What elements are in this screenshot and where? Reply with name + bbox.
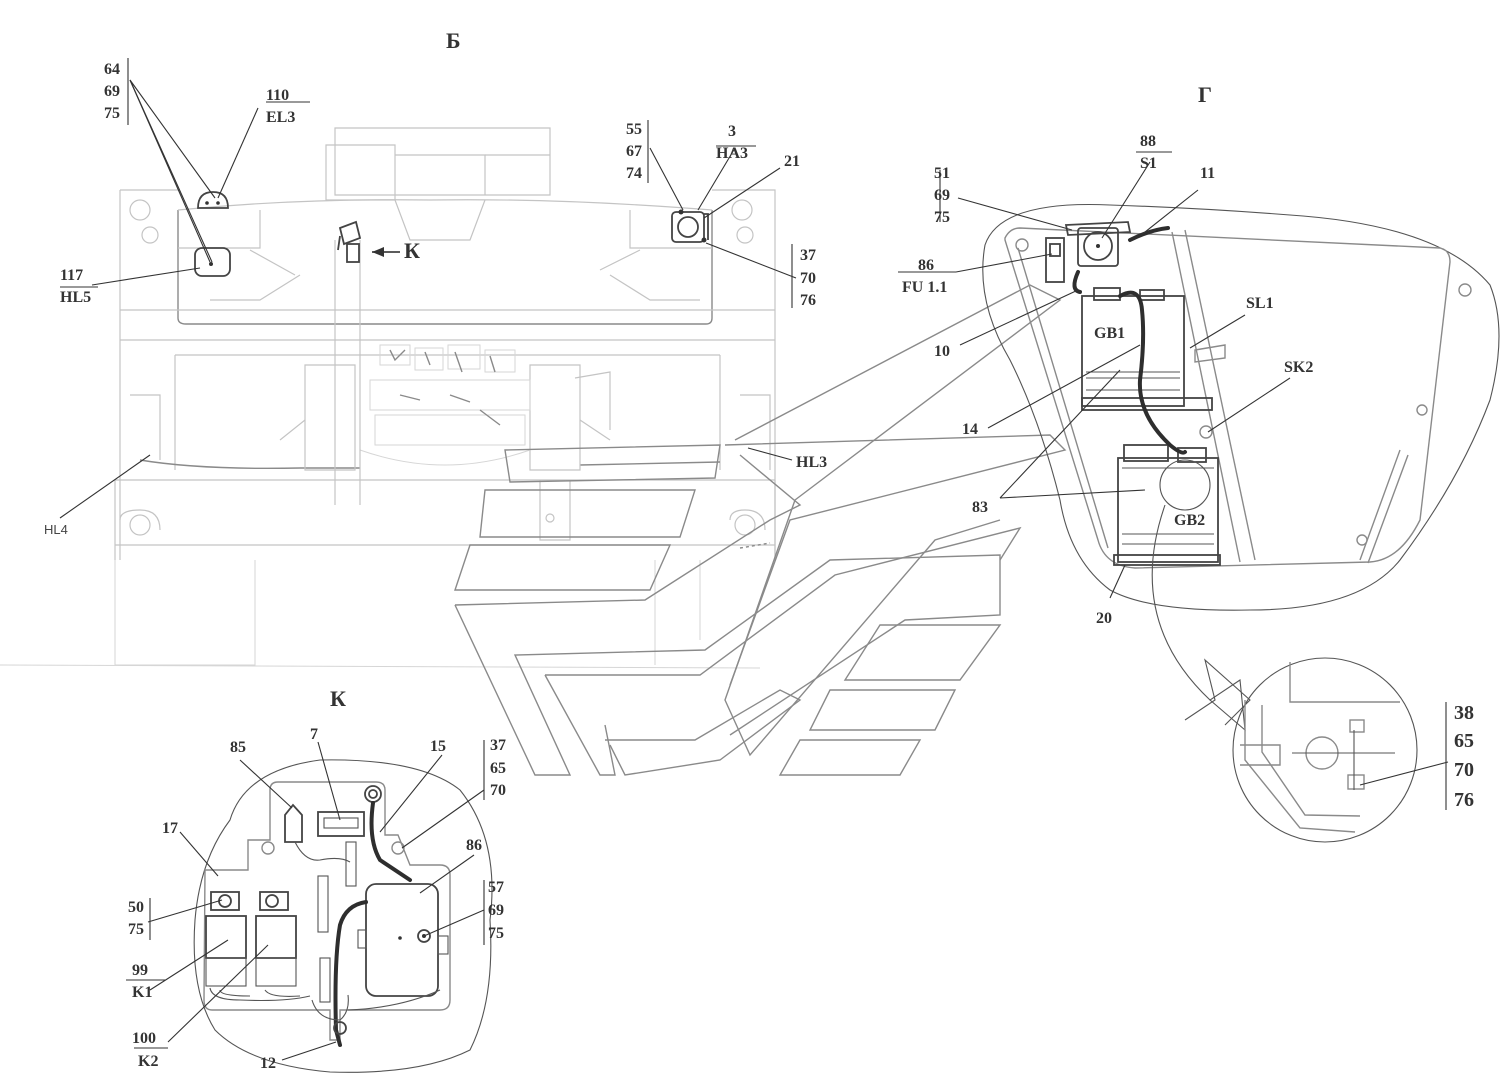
label-21: 21 bbox=[784, 153, 800, 170]
label-69: 69 bbox=[104, 83, 120, 100]
label-sk2: SK2 bbox=[1284, 359, 1313, 376]
label-7: 7 bbox=[310, 726, 318, 743]
label-65-d: 65 bbox=[1454, 730, 1474, 752]
view-k-arrowhead bbox=[372, 247, 384, 257]
label-100: 100 bbox=[132, 1030, 156, 1047]
label-hl4: HL4 bbox=[44, 522, 68, 537]
relay-k1 bbox=[205, 891, 247, 987]
label-110: 110 bbox=[266, 87, 289, 104]
label-74: 74 bbox=[626, 165, 642, 182]
label-99: 99 bbox=[132, 962, 148, 979]
hl5-lamp bbox=[194, 247, 231, 277]
view-k-panel bbox=[193, 759, 493, 1073]
label-17: 17 bbox=[162, 820, 178, 837]
label-88: 88 bbox=[1140, 133, 1156, 150]
label-20: 20 bbox=[1096, 610, 1112, 627]
label-75-k: 75 bbox=[128, 921, 144, 938]
label-55: 55 bbox=[626, 121, 642, 138]
label-hl3: HL3 bbox=[796, 454, 827, 471]
gb2-battery bbox=[1113, 444, 1221, 566]
label-76: 76 bbox=[800, 292, 816, 309]
ha3-horn bbox=[671, 209, 709, 243]
label-37-k: 37 bbox=[490, 737, 506, 754]
label-ha3: HA3 bbox=[716, 145, 748, 162]
label-hl5: HL5 bbox=[60, 289, 91, 306]
callout-labels: 64 69 75 110 EL3 117 HL5 55 67 74 3 HA3 … bbox=[44, 61, 1474, 1072]
label-12: 12 bbox=[260, 1055, 276, 1072]
label-75: 75 bbox=[104, 105, 120, 122]
label-el3: EL3 bbox=[266, 109, 295, 126]
gb1-battery bbox=[1081, 287, 1213, 411]
label-86-g: 86 bbox=[918, 257, 934, 274]
label-117: 117 bbox=[60, 267, 83, 284]
detail-zoom-circle bbox=[1232, 657, 1449, 843]
view-b-title: Б bbox=[446, 28, 461, 53]
relay-k2 bbox=[255, 891, 297, 987]
label-69-k: 69 bbox=[488, 902, 504, 919]
view-b-leaders bbox=[60, 58, 797, 461]
label-k1: K1 bbox=[132, 984, 152, 1001]
label-76-d: 76 bbox=[1454, 789, 1474, 811]
label-51: 51 bbox=[934, 165, 950, 182]
label-sl1: SL1 bbox=[1246, 295, 1274, 312]
box-86 bbox=[357, 883, 449, 997]
label-37: 37 bbox=[800, 247, 816, 264]
label-70-d: 70 bbox=[1454, 759, 1474, 781]
hl4-leader bbox=[59, 454, 151, 519]
label-57: 57 bbox=[488, 879, 504, 896]
label-50: 50 bbox=[128, 899, 144, 916]
label-k2: K2 bbox=[138, 1053, 158, 1070]
label-gb2: GB2 bbox=[1174, 512, 1205, 529]
label-86-k: 86 bbox=[466, 837, 482, 854]
view-k-title: К bbox=[330, 686, 346, 711]
label-75-k2: 75 bbox=[488, 925, 504, 942]
label-83: 83 bbox=[972, 499, 988, 516]
view-g-leaders bbox=[898, 151, 1291, 599]
label-64: 64 bbox=[104, 61, 120, 78]
label-s1: S1 bbox=[1140, 155, 1157, 172]
view-k-leaders bbox=[126, 740, 485, 1061]
label-3: 3 bbox=[728, 123, 736, 140]
view-k-marker-part bbox=[337, 220, 362, 263]
label-14: 14 bbox=[962, 421, 978, 438]
label-10: 10 bbox=[934, 343, 950, 360]
label-69-g: 69 bbox=[934, 187, 950, 204]
label-75-g: 75 bbox=[934, 209, 950, 226]
view-titles: Б Г К К bbox=[330, 28, 1212, 711]
label-15: 15 bbox=[430, 738, 446, 755]
el3-lamp bbox=[197, 191, 229, 209]
view-g-title: Г bbox=[1198, 82, 1212, 107]
view-k-arrow-label: К bbox=[404, 238, 420, 263]
label-gb1: GB1 bbox=[1094, 325, 1125, 342]
label-fu: FU 1.1 bbox=[902, 279, 947, 296]
label-65-k: 65 bbox=[490, 760, 506, 777]
view-g-battery-box bbox=[982, 203, 1500, 732]
label-70: 70 bbox=[800, 270, 816, 287]
label-38: 38 bbox=[1454, 702, 1474, 724]
label-11: 11 bbox=[1200, 165, 1215, 182]
view-connector bbox=[454, 284, 1067, 776]
label-85: 85 bbox=[230, 739, 246, 756]
view-b-machine bbox=[0, 127, 776, 669]
label-67: 67 bbox=[626, 143, 642, 160]
label-70-k: 70 bbox=[490, 782, 506, 799]
